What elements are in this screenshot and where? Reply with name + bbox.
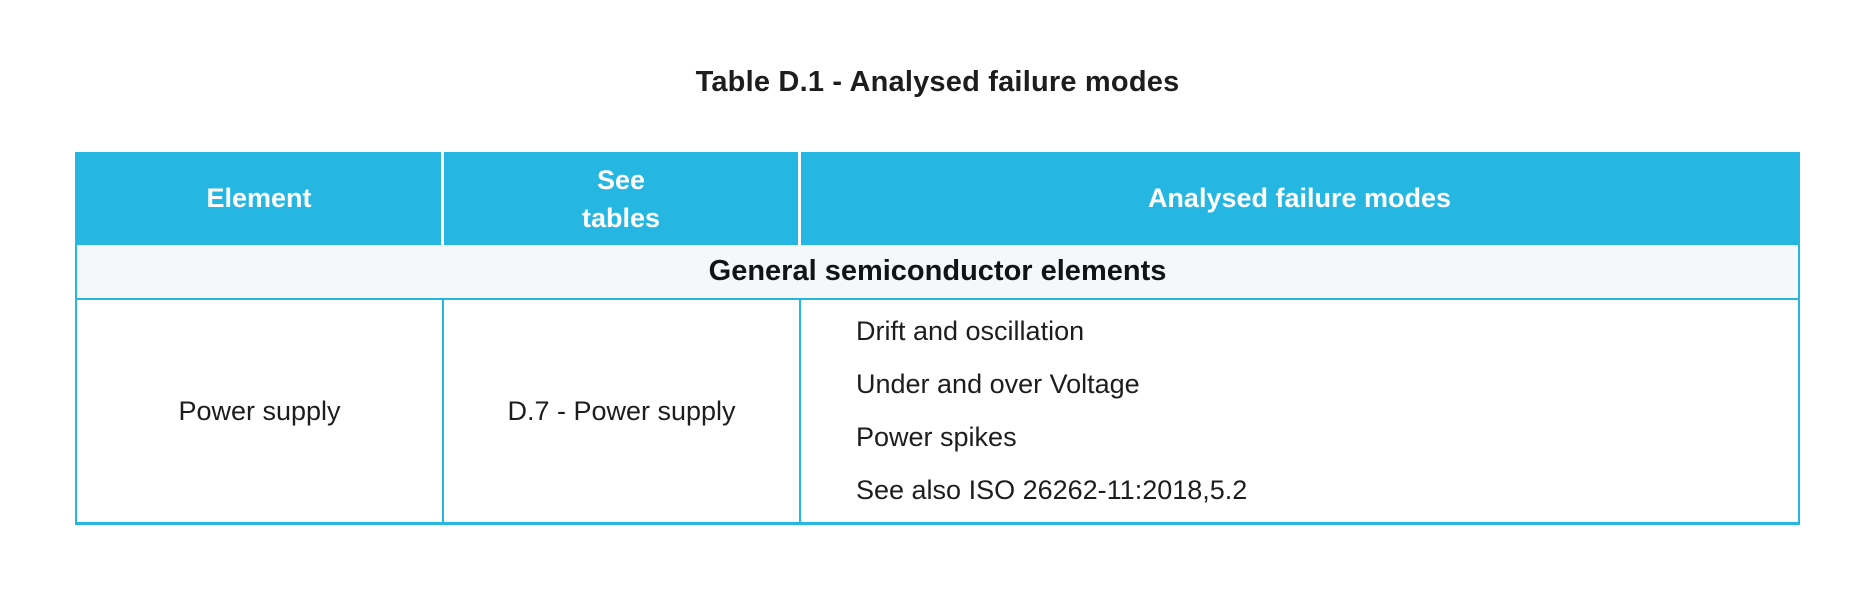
cell-failure-modes: Drift and oscillation Under and over Vol… — [801, 300, 1798, 522]
table-row: Power supply D.7 - Power supply Drift an… — [77, 300, 1798, 522]
column-header-analysed-failure-modes: Analysed failure modes — [1147, 183, 1452, 213]
see-tables-label: See tables — [582, 161, 660, 237]
failure-mode-item: Drift and oscillation — [856, 316, 1085, 346]
section-header-row: General semiconductor elements — [77, 245, 1798, 300]
failure-mode-item: See also ISO 26262-11:2018,5.2 — [856, 475, 1248, 505]
column-header-see-tables: See tables — [444, 152, 801, 245]
table-caption: Table D.1 - Analysed failure modes — [695, 66, 1180, 98]
see-tables-line1: See — [596, 164, 646, 195]
table-header-row: Element See tables Analysed failure mode… — [77, 152, 1798, 245]
failure-mode-item: Under and over Voltage — [856, 369, 1140, 399]
column-header-element: Element — [77, 152, 444, 245]
cell-element: Power supply — [77, 300, 444, 522]
section-header-label: General semiconductor elements — [708, 255, 1167, 287]
see-tables-line2: tables — [581, 202, 661, 233]
failure-mode-item: Power spikes — [856, 422, 1017, 452]
failure-modes-table: Element See tables Analysed failure mode… — [75, 152, 1800, 525]
cell-see-tables: D.7 - Power supply — [444, 300, 801, 522]
